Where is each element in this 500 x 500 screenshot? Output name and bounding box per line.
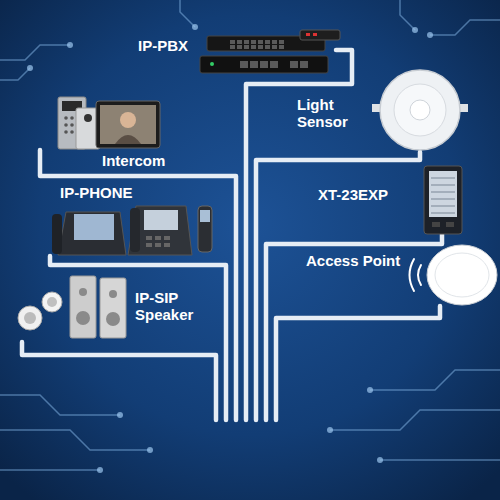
light-sensor-device [372,70,468,150]
device-label: IP-PHONE [60,184,133,201]
wiring [22,50,442,420]
device-label: IP-SIP Speaker [135,289,201,323]
circuit-pads [27,24,433,473]
circuit-traces [0,0,500,470]
device-label: Light Sensor [297,96,359,130]
device-label: XT-23EXP [318,186,388,203]
speaker-devices [18,276,126,338]
device-label: Intercom [102,152,165,169]
expansion-module [424,166,462,234]
access-point-device [410,245,500,305]
intercom-device [58,97,160,149]
ip-phone-devices [52,206,212,255]
device-label: Access Point [306,252,400,269]
pbx-device [200,30,340,73]
device-label: IP-PBX [138,37,188,54]
